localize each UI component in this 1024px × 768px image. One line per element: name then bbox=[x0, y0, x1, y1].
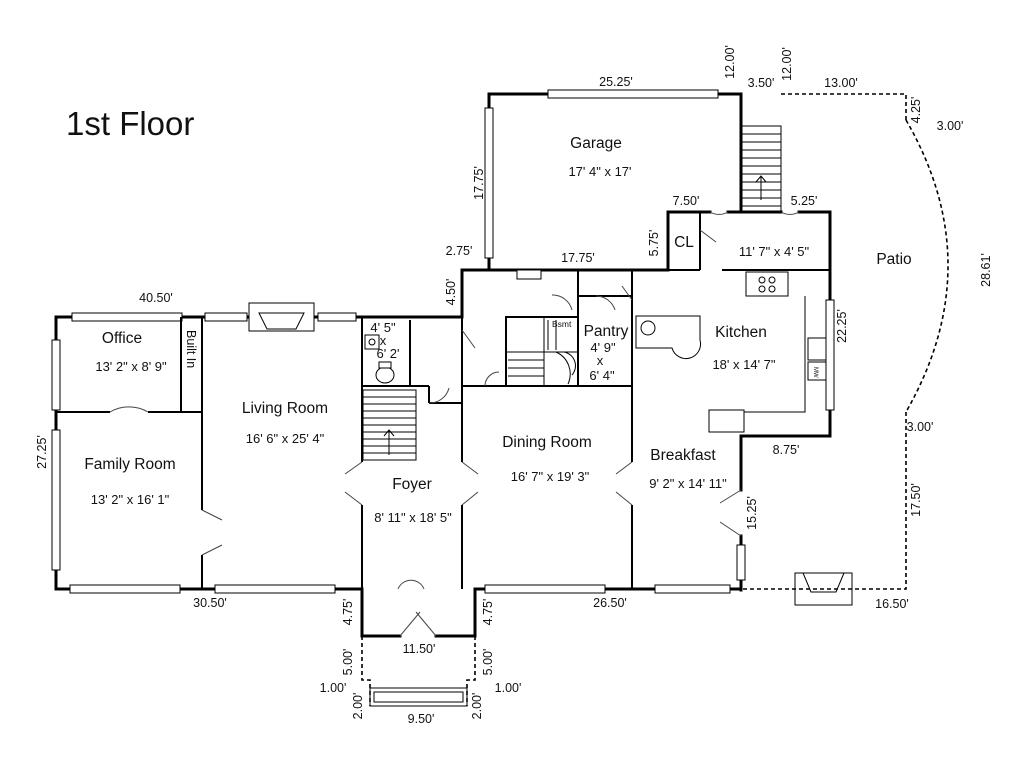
dim-walk-right-jog: 1.00' bbox=[495, 681, 522, 695]
closet-label: CL bbox=[674, 234, 694, 251]
dim-house-left: 27.25' bbox=[35, 435, 49, 469]
dim-garage-top: 25.25' bbox=[599, 75, 633, 89]
floor-title: 1st Floor bbox=[66, 105, 194, 142]
dining-room-size: 16' 7" x 19' 3" bbox=[511, 469, 590, 484]
dim-stair-right: 12.00' bbox=[780, 47, 794, 81]
dim-patio-arc-top: 3.00' bbox=[937, 119, 964, 133]
dining-room-name: Dining Room bbox=[502, 434, 592, 451]
appliance-label: MW bbox=[812, 367, 818, 378]
garage-size: 17' 4" x 17' bbox=[568, 164, 631, 179]
dim-kitchen-jog: 8.75' bbox=[773, 443, 800, 457]
dim-patio-arc: 28.61' bbox=[979, 253, 993, 287]
dim-garage-jog: 2.75' bbox=[446, 244, 473, 258]
dim-porch-width: 11.50' bbox=[403, 642, 436, 656]
family-room-name: Family Room bbox=[84, 456, 175, 473]
built-in-label: Built In bbox=[184, 330, 198, 368]
powder-size-line2: x bbox=[380, 333, 387, 348]
fixtures: MW bbox=[248, 269, 853, 606]
powder-size-line1: 4' 5" bbox=[370, 320, 396, 335]
dim-house-top: 40.50' bbox=[139, 291, 173, 305]
dim-kitchen-right: 22.25' bbox=[835, 309, 849, 343]
pantry-size-line1: 4' 9" bbox=[590, 340, 616, 355]
dimension-labels: 25.25' 12.00' 12.00' 3.50' 13.00' 4.25' … bbox=[35, 45, 993, 726]
dim-mud-top: 7.50' bbox=[673, 194, 700, 208]
dim-patio-right: 17.50' bbox=[909, 483, 923, 517]
dim-step-right-depth: 2.00' bbox=[470, 693, 484, 720]
foyer-name: Foyer bbox=[392, 476, 432, 493]
kitchen-name: Kitchen bbox=[715, 324, 767, 341]
dim-mud-right: 5.25' bbox=[791, 194, 818, 208]
office-name: Office bbox=[102, 330, 142, 347]
breakfast-size: 9' 2" x 14' 11" bbox=[649, 476, 727, 491]
dim-house-bottom-right: 26.50' bbox=[593, 596, 627, 610]
dim-porch-right-depth: 4.75' bbox=[481, 599, 495, 626]
office-size: 13' 2" x 8' 9" bbox=[95, 359, 167, 374]
doors bbox=[109, 211, 800, 637]
dim-porch-left-depth: 4.75' bbox=[341, 599, 355, 626]
dim-walk-left-jog: 1.00' bbox=[320, 681, 347, 695]
dim-walk-left: 5.00' bbox=[341, 649, 355, 676]
dim-house-bottom-left: 30.50' bbox=[193, 596, 227, 610]
patio-outline bbox=[361, 93, 949, 707]
dim-step-left: 4.50' bbox=[444, 279, 458, 306]
living-room-size: 16' 6" x 25' 4" bbox=[246, 431, 325, 446]
mudroom-size: 11' 7" x 4' 5" bbox=[739, 244, 810, 259]
kitchen-size: 18' x 14' 7" bbox=[712, 357, 775, 372]
interior-walls bbox=[56, 212, 830, 589]
patio-label: Patio bbox=[876, 251, 911, 268]
dim-patio-bottom: 16.50' bbox=[875, 597, 909, 611]
dim-patio-top: 13.00' bbox=[824, 76, 858, 90]
dim-patio-arc-bottom: 3.00' bbox=[907, 420, 934, 434]
pantry-size-line3: 6' 4" bbox=[589, 368, 615, 383]
living-room-name: Living Room bbox=[242, 400, 328, 417]
bsmt-label: Bsmt bbox=[552, 319, 572, 329]
stairs: Bsmt bbox=[362, 125, 782, 461]
dim-breakfast-right: 15.25' bbox=[745, 496, 759, 530]
foyer-size: 8' 11" x 18' 5" bbox=[374, 510, 452, 525]
dim-stair-width: 3.50' bbox=[748, 76, 775, 90]
dim-walk-right: 5.00' bbox=[481, 649, 495, 676]
dim-step-left-depth: 2.00' bbox=[351, 693, 365, 720]
pantry-size-line2: x bbox=[597, 353, 604, 368]
powder-size-line3: 6' 2' bbox=[376, 346, 399, 361]
garage-name: Garage bbox=[570, 135, 622, 152]
dim-garage-right-top: 12.00' bbox=[723, 45, 737, 79]
breakfast-name: Breakfast bbox=[650, 447, 716, 464]
dim-step-width: 9.50' bbox=[408, 712, 435, 726]
room-labels: Garage 17' 4" x 17' Office 13' 2" x 8' 9… bbox=[84, 135, 911, 525]
pantry-name: Pantry bbox=[584, 323, 629, 340]
dim-mud-jog: 5.75' bbox=[647, 230, 661, 257]
dim-garage-bottom: 17.75' bbox=[561, 251, 595, 265]
dim-garage-left: 17.75' bbox=[472, 166, 486, 200]
dim-patio-corner: 4.25' bbox=[909, 97, 923, 124]
family-room-size: 13' 2" x 16' 1" bbox=[91, 492, 170, 507]
